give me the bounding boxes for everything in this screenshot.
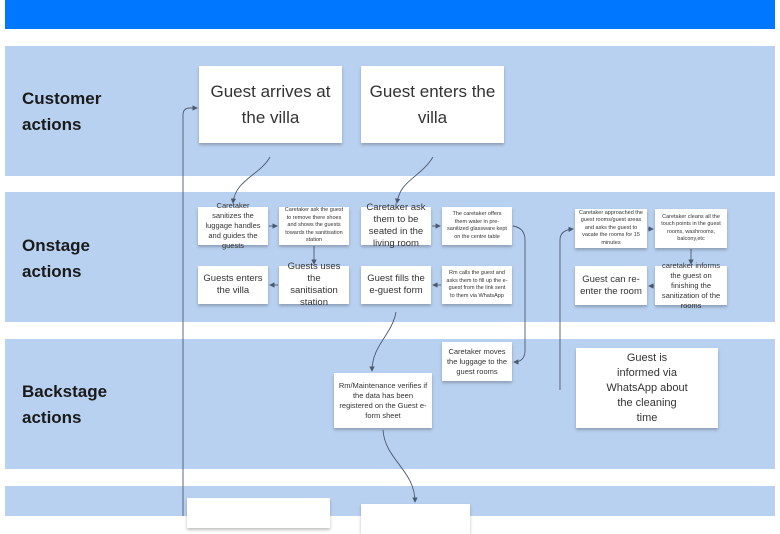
card-guest-arrives[interactable]: Guest arrives at the villa (199, 66, 342, 143)
card-vacate-rooms[interactable]: Caretaker approached the guest rooms/gue… (575, 209, 647, 248)
card-bottom-1[interactable] (187, 498, 330, 528)
card-eguest-form[interactable]: Guest fills the e-guest form (361, 266, 431, 304)
card-sanitisation-station[interactable]: Guests uses the sanitisation station (279, 261, 349, 308)
card-inform-finished[interactable]: caretaker informs the guest on finishing… (655, 261, 727, 310)
card-clean-touchpoints[interactable]: Caretaker cleans all the touch points in… (655, 209, 727, 248)
card-seated[interactable]: Caretaker ask them to be seated in the l… (361, 202, 431, 249)
card-bottom-2[interactable] (361, 504, 470, 534)
card-move-luggage[interactable]: Caretaker moves the luggage to the guest… (442, 342, 512, 381)
card-verify-data[interactable]: Rm/Maintenance verifies if the data has … (334, 373, 432, 428)
connectors (182, 105, 694, 516)
top-lane-bar (5, 0, 775, 29)
card-sanitize-luggage[interactable]: Caretaker sanitizes the luggage handles … (198, 201, 268, 250)
lane-label-backstage: Backstage actions (22, 382, 108, 427)
card-rm-calls[interactable]: Rm calls the guest and asks them to fill… (442, 266, 512, 304)
card-reenter-room[interactable]: Guest can re-enter the room (575, 266, 647, 305)
card-guests-enter-villa[interactable]: Guests enters the villa (198, 266, 268, 304)
lane-label-customer: Customer actions (22, 89, 102, 134)
card-whatsapp-info[interactable]: Guest is informed via WhatsApp about the… (576, 348, 718, 428)
card-remove-shoes[interactable]: Caretaker ask the guest to remove there … (279, 207, 349, 245)
card-guest-enters[interactable]: Guest enters the villa (361, 66, 504, 143)
lane-label-onstage: Onstage actions (22, 236, 91, 281)
card-offer-water[interactable]: The caretaker offers them water in pre-s… (442, 207, 512, 245)
